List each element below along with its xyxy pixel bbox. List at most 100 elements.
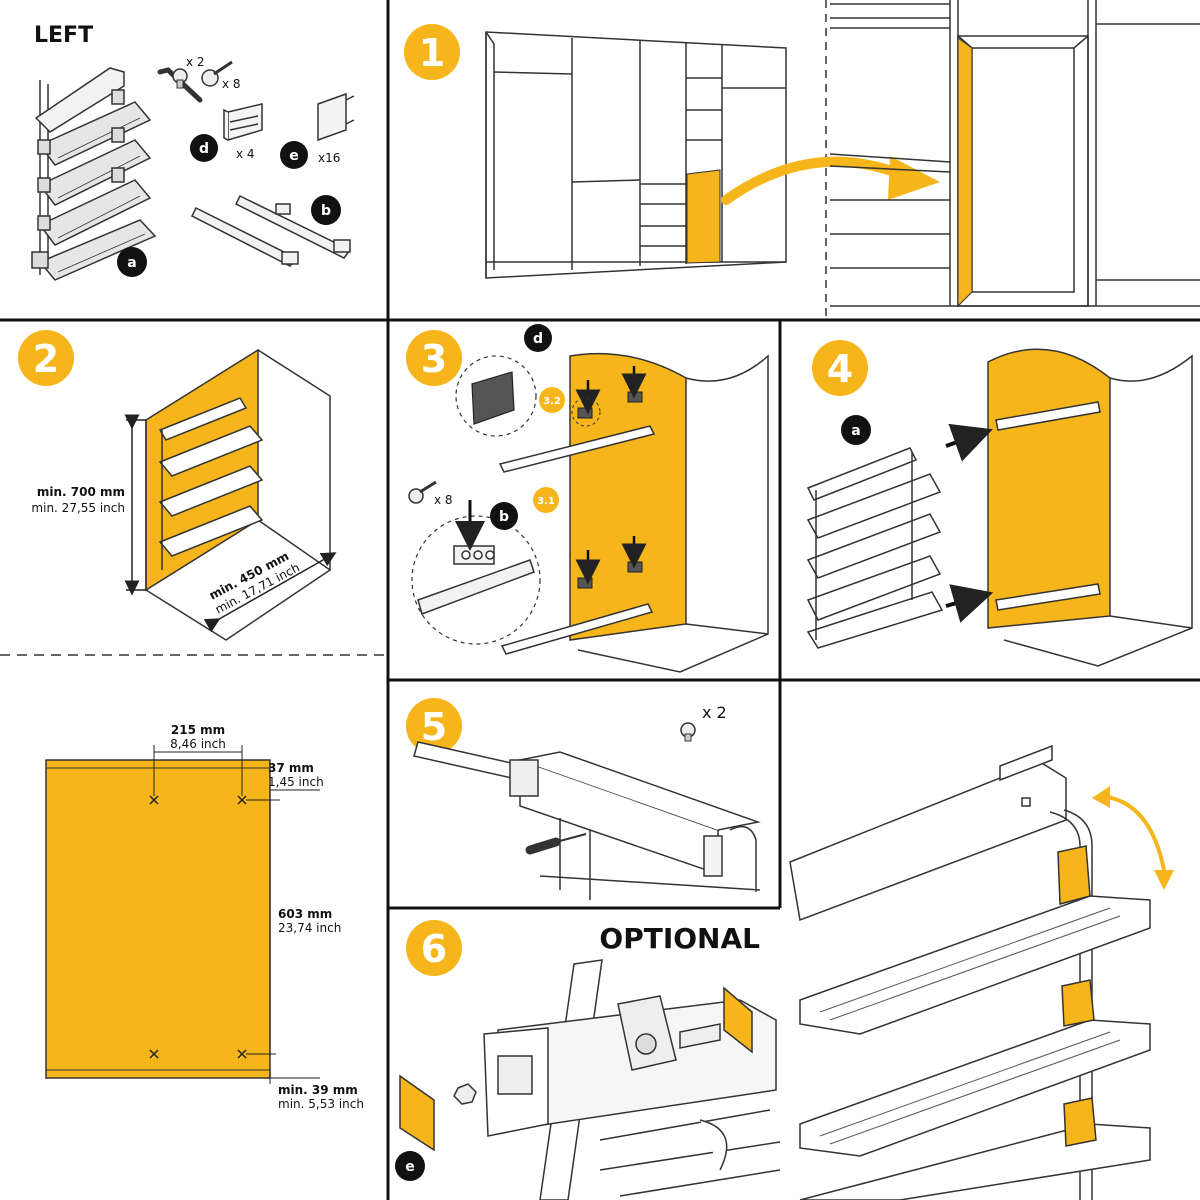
callout-e-badge <box>280 141 308 169</box>
drill-marks <box>149 745 320 1084</box>
detail-panel <box>789 744 1174 1200</box>
parts-panel: LEFT a <box>31 23 355 281</box>
height-main: min. 700 mm <box>37 485 125 499</box>
step1-arrow <box>721 156 905 205</box>
step5-rail-assembly <box>413 741 761 900</box>
rotation-arrowhead-bottom <box>1154 870 1174 890</box>
d1-sub: 8,46 inch <box>170 737 226 751</box>
callout-b-label: b <box>321 203 331 219</box>
part-e-cap <box>317 92 355 142</box>
d4-sub: min. 5,53 inch <box>278 1097 364 1111</box>
allen-key <box>157 67 203 103</box>
rotation-arrow <box>1099 794 1166 871</box>
qty-screw-small: x 2 <box>186 55 205 69</box>
step5-screw-icon <box>680 722 696 742</box>
step2-basket <box>158 397 264 570</box>
step4-cabinet <box>1003 354 1193 667</box>
step4-basket <box>806 447 944 649</box>
step5-number: 5 <box>421 705 447 749</box>
step3-badge <box>406 330 462 386</box>
step6-nut <box>453 1083 477 1105</box>
step3-qty: x 8 <box>434 493 453 507</box>
dim-depth <box>203 552 337 633</box>
step5-badge <box>406 698 462 754</box>
callout-a-badge <box>117 247 147 277</box>
parts-title: LEFT <box>34 23 93 48</box>
step3-screw-icon <box>408 480 437 504</box>
step1-number: 1 <box>419 31 445 75</box>
callout-e6-label: e <box>405 1159 415 1175</box>
step3-panel: 3 d 3.2 3.1 <box>406 324 769 673</box>
detail-bracket-1 <box>1057 845 1091 905</box>
callout-a-label: a <box>127 255 136 271</box>
step2-badge <box>18 330 74 386</box>
step6-number: 6 <box>421 927 447 971</box>
d1-main: 215 mm <box>171 723 225 737</box>
detail-frame <box>1049 809 1093 1200</box>
callout-b3-label: b <box>499 509 509 525</box>
callout-b3-badge <box>490 502 518 530</box>
step1-badge <box>404 24 460 80</box>
step3-cabinet <box>577 354 769 673</box>
step6-badge <box>406 920 462 976</box>
detail-bracket-3 <box>1063 1097 1097 1147</box>
sub-label-3-2: 3.2 <box>543 396 561 407</box>
drilling-board <box>45 759 271 1079</box>
step6-heading: OPTIONAL <box>599 922 760 955</box>
step6-panel: 6 OPTIONAL e <box>395 920 781 1200</box>
screw-small-icon <box>172 68 188 89</box>
callout-e6-badge <box>395 1151 425 1181</box>
step3-dashed-circle <box>571 397 601 427</box>
step4-panel: 4 a <box>806 340 1193 667</box>
step1-highlight-large <box>957 37 973 308</box>
step4-arrows <box>945 423 994 623</box>
sub-badge-3-2 <box>539 387 565 413</box>
step1-panel: 1 <box>404 0 1200 308</box>
step2-number: 2 <box>33 337 59 381</box>
step1-highlight-small <box>686 169 721 264</box>
sub-label-3-1: 3.1 <box>537 496 555 507</box>
d2-sub: 1,45 inch <box>268 775 324 789</box>
height-sub: min. 27,55 inch <box>31 501 125 515</box>
drilling-panel: 215 mm 8,46 inch 37 mm 1,45 inch 603 mm … <box>45 723 364 1111</box>
zoom-clip-d <box>471 371 515 425</box>
step3-rails <box>498 425 656 655</box>
detail-bracket-2 <box>1061 979 1095 1027</box>
callout-d-badge <box>190 134 218 162</box>
rotation-arrowhead-top <box>1092 786 1110 808</box>
detail-rail <box>789 744 1067 922</box>
step4-number: 4 <box>827 347 853 391</box>
detail-shelf-wires <box>819 907 1121 1145</box>
d3-main: 603 mm <box>278 907 332 921</box>
d4-main: min. 39 mm <box>278 1083 358 1097</box>
d3-sub: 23,74 inch <box>278 921 341 935</box>
slide-rails-b <box>190 194 352 267</box>
basket-assembly-a <box>31 67 157 281</box>
callout-a4-badge <box>841 415 871 445</box>
sub-badge-3-1 <box>533 487 559 513</box>
step1-arrowhead <box>888 156 940 200</box>
part-d-clip <box>223 103 263 142</box>
step6-cap-top <box>723 986 753 1054</box>
callout-e-label: e <box>289 148 299 164</box>
step6-assembly <box>483 959 781 1200</box>
step6-cap-left <box>399 1074 435 1152</box>
callout-b-badge <box>311 195 341 225</box>
dim-height <box>124 414 146 596</box>
step3-number: 3 <box>421 337 447 381</box>
callout-d3-label: d <box>533 331 543 347</box>
step2-panel: 2 min. 700 mm min. 27,55 inch min. 450 m… <box>18 330 337 641</box>
d2-main: 37 mm <box>268 761 314 775</box>
qty-screw-long: x 8 <box>222 77 241 91</box>
callout-d3-badge <box>524 324 552 352</box>
step4-rails <box>995 401 1101 611</box>
callout-a4-label: a <box>851 423 860 439</box>
qty-d: x 4 <box>236 147 255 161</box>
screw-long-icon <box>201 60 233 87</box>
step5-qty: x 2 <box>702 703 727 722</box>
qty-e: x16 <box>318 151 340 165</box>
callout-d-label: d <box>199 141 209 157</box>
wardrobe-drawing <box>485 31 787 279</box>
